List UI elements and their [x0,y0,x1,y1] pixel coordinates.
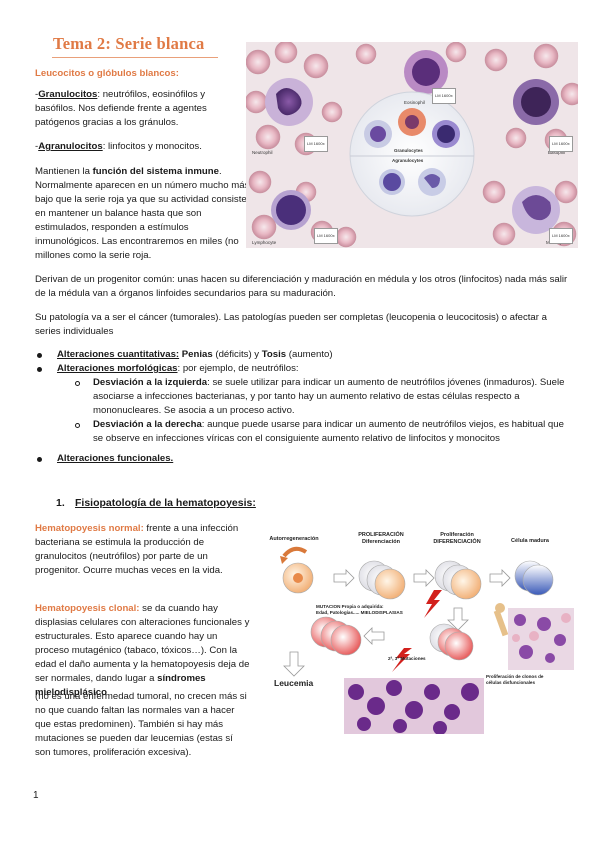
label-clonos: Proliferación de clonos de células disfu… [486,674,544,685]
title-underline [52,57,218,58]
agranulocitos-term: Agranulocitos [38,141,103,152]
granulocitos-term: Granulocitos [38,89,98,100]
lm-tag-4: LM 1600x [314,228,338,244]
subbullet-izquierda: Desviación a la izquierda: se suele util… [93,376,565,418]
origin-paragraph: Derivan de un progenitor común: unas hac… [35,274,568,299]
hematopoyesis-clonal-continued: (no es una enfermedad tumoral, no crecen… [35,691,247,758]
label-neutrophil: Neutrophil [252,150,273,155]
label-agranulocytes: Agranulocytes [392,158,424,163]
agranulocitos-paragraph: -Agranulocitos: linfocitos y monocitos. [35,141,202,152]
leukocytes-illustration [246,42,578,248]
lm-tag-5: LM 1600x [549,228,573,244]
aumento: (aumento) [286,349,333,360]
label-mutaciones: 2ª, 3ª Mutaciones [388,656,426,661]
clonal-text-1: se da cuando hay displasias celulares co… [35,603,250,684]
bullet-dot [37,367,42,372]
label-autorregeneracion: Autorregeneración [269,536,319,542]
function-bold: función del sistema inmune [92,166,219,177]
label-celula-madura: Célula madura [511,538,549,544]
derecha-text: : aunque puede usarse para indicar un au… [93,419,564,444]
granulocitos-paragraph: -Granulocitos: neutrófilos, eosinófilos … [35,89,207,128]
funcionales-term: Alteraciones funcionales. [57,453,174,464]
leukocytes-figure: Eosinophil Neutrophil Basophil Granulocy… [246,42,578,248]
bullet-morfologicas: Alteraciones morfológicas: por ejemplo, … [57,362,567,376]
bullet-funcionales: Alteraciones funcionales. [57,452,173,466]
hematopoyesis-diagram [280,546,574,734]
normal-term: Hematopoyesis normal: [35,523,144,534]
hematopoyesis-clonal-paragraph: Hematopoyesis clonal: se da cuando hay d… [35,602,251,700]
derecha-term: Desviación a la derecha [93,419,202,430]
morfologicas-text: : por ejemplo, de neutrófilos: [177,363,299,374]
lm-tag-1: LM 1600x [304,136,328,152]
tosis: Tosis [261,349,287,360]
label-leucemia: Leucemia [274,678,314,688]
leucocitos-heading: Leucocitos o glóbulos blancos: [35,68,179,79]
label-proliferacion-2: Proliferación DIFERENCIACIÓN [433,532,481,545]
granulocitos-text: : neutrófilos, eosinófilos y basófilos. … [35,89,207,128]
label-mutacion: MUTACION Propia o adquirida: Edad, Patol… [316,604,403,615]
label-lymphocyte: Lymphocyte [252,240,277,245]
function-paragraph: Mantienen la función del sistema inmune.… [35,165,250,263]
label-basophil: Basophil [548,150,566,155]
subbullet-ring [75,381,80,386]
section-number: 1. [56,497,65,509]
clonal-bold: síndromes mielodisplásico [35,673,206,698]
agranulocitos-text: : linfocitos y monocitos. [102,141,202,152]
label-eosinophil: Eosinophil [404,100,425,105]
function-pre: Mantienen la [35,166,93,177]
label-proliferacion-1: PROLIFERACIÓN Diferenciación [358,532,404,545]
function-post: . Normalmente aparecen en un número much… [35,166,250,261]
pathology-paragraph: Su patología va a ser el cáncer (tumoral… [35,312,547,337]
bullet-dot [37,353,42,358]
deficits: (déficits) y [212,349,262,360]
cuantitativas-term: Alteraciones cuantitativas: [57,349,180,360]
hematopoyesis-normal-paragraph: Hematopoyesis normal: frente a una infec… [35,522,247,578]
penias: Penias [179,349,213,360]
lm-tag-3: LM 1600x [549,136,573,152]
page-number: 1 [33,790,39,801]
subbullet-derecha: Desviación a la derecha: aunque puede us… [93,418,565,446]
bullet-dot [37,457,42,462]
page-title: Tema 2: Serie blanca [53,34,205,53]
clonal-term: Hematopoyesis clonal: [35,603,140,614]
subbullet-ring [75,423,80,428]
bullet-cuantitativas: Alteraciones cuantitativas: Penias (défi… [57,348,567,362]
izquierda-text: : se suele utilizar para indicar un aume… [93,377,565,416]
morfologicas-term: Alteraciones morfológicas [57,363,178,374]
section-heading: Fisiopatología de la hematopoyesis: [75,497,256,509]
normal-text: frente a una infección bacteriana se est… [35,523,239,576]
label-granulocytes: Granulocytes [394,148,423,153]
hematopoyesis-figure: Autorregeneración PROLIFERACIÓN Diferenc… [254,528,576,734]
lm-tag-2: LM 1600x [432,88,456,104]
izquierda-term: Desviación a la izquierda [93,377,208,388]
